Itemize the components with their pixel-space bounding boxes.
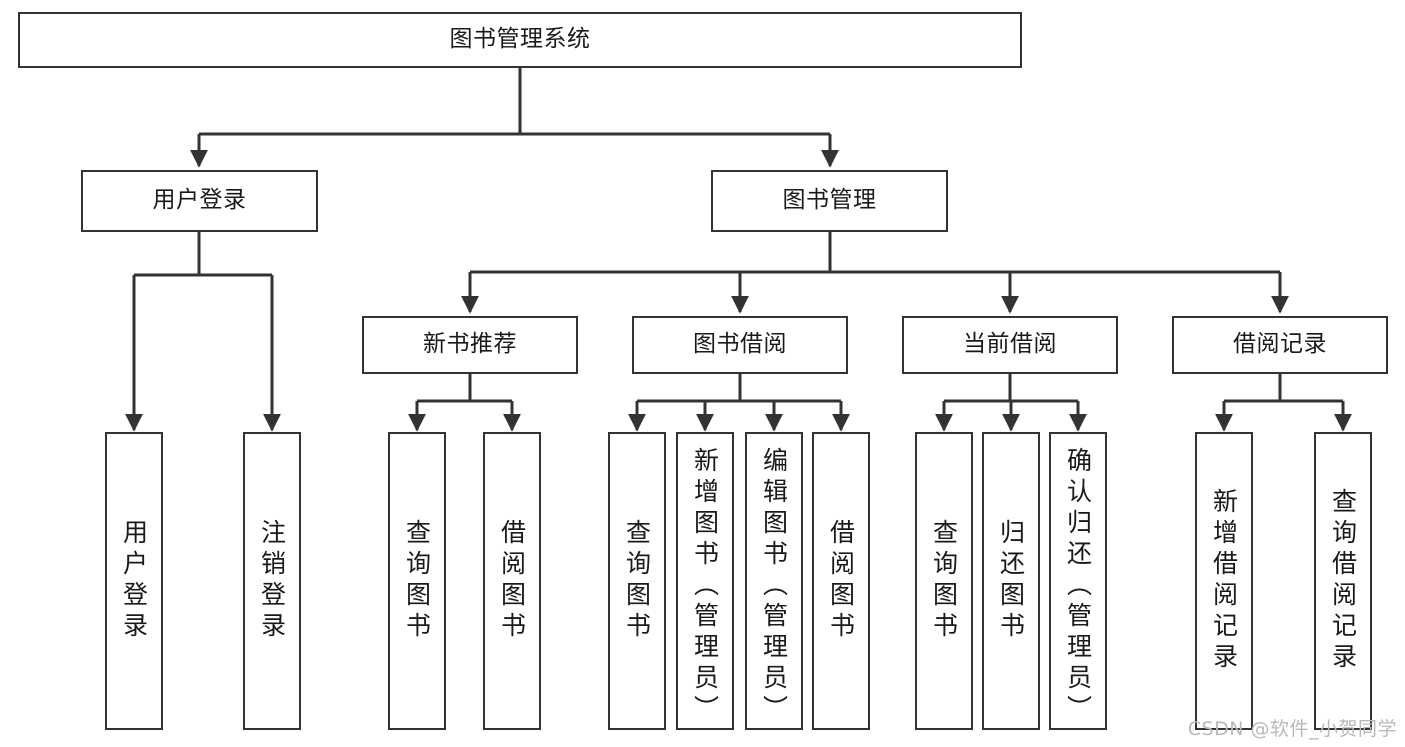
- node-book-borrow[interactable]: 图书借阅: [632, 316, 848, 374]
- node-borrow-record[interactable]: 借阅记录: [1172, 316, 1388, 374]
- node-leaf-book-borrow-borrow[interactable]: 借阅图书: [812, 432, 870, 730]
- node-label: 借阅图书: [497, 519, 527, 643]
- node-leaf-new-book-query[interactable]: 查询图书: [388, 432, 446, 730]
- node-current-borrow[interactable]: 当前借阅: [902, 316, 1118, 374]
- node-leaf-book-borrow-query[interactable]: 查询图书: [608, 432, 666, 730]
- node-book-management[interactable]: 图书管理: [711, 170, 948, 232]
- node-leaf-current-borrow-confirm-return[interactable]: 确认归还（管理员）: [1049, 432, 1107, 730]
- node-label: 用户登录: [119, 519, 149, 643]
- node-label: 新增借阅记录: [1209, 488, 1239, 674]
- node-leaf-new-book-borrow[interactable]: 借阅图书: [483, 432, 541, 730]
- node-leaf-user-login-logout[interactable]: 注销登录: [243, 432, 301, 730]
- node-label: 查询图书: [929, 519, 959, 643]
- node-label: 图书管理系统: [449, 26, 591, 53]
- node-leaf-borrow-record-add[interactable]: 新增借阅记录: [1195, 432, 1253, 730]
- node-new-book-recommend[interactable]: 新书推荐: [362, 316, 578, 374]
- watermark: CSDN @软件_小贺同学: [1187, 718, 1397, 740]
- node-root-book-management-system[interactable]: 图书管理系统: [18, 12, 1022, 68]
- node-label: 查询图书: [402, 519, 432, 643]
- node-label: 编辑图书（管理员）: [759, 447, 789, 726]
- node-leaf-borrow-record-query[interactable]: 查询借阅记录: [1314, 432, 1372, 730]
- node-leaf-current-borrow-query[interactable]: 查询图书: [915, 432, 973, 730]
- node-label: 注销登录: [257, 519, 287, 643]
- node-label: 新增图书（管理员）: [690, 447, 720, 726]
- node-label: 借阅图书: [826, 519, 856, 643]
- node-label: 查询图书: [622, 519, 652, 643]
- node-label: 图书借阅: [693, 331, 787, 358]
- node-label: 当前借阅: [963, 331, 1057, 358]
- node-label: 确认归还（管理员）: [1063, 447, 1093, 726]
- node-leaf-book-borrow-edit[interactable]: 编辑图书（管理员）: [745, 432, 803, 730]
- node-label: 图书管理: [782, 187, 877, 214]
- node-label: 归还图书: [996, 519, 1026, 643]
- node-label: 用户登录: [152, 187, 247, 214]
- node-label: 借阅记录: [1233, 331, 1327, 358]
- node-label: 新书推荐: [423, 331, 517, 358]
- node-leaf-book-borrow-add[interactable]: 新增图书（管理员）: [676, 432, 734, 730]
- node-label: 查询借阅记录: [1328, 488, 1358, 674]
- node-leaf-current-borrow-return[interactable]: 归还图书: [982, 432, 1040, 730]
- node-leaf-user-login-login[interactable]: 用户登录: [105, 432, 163, 730]
- node-user-login[interactable]: 用户登录: [81, 170, 318, 232]
